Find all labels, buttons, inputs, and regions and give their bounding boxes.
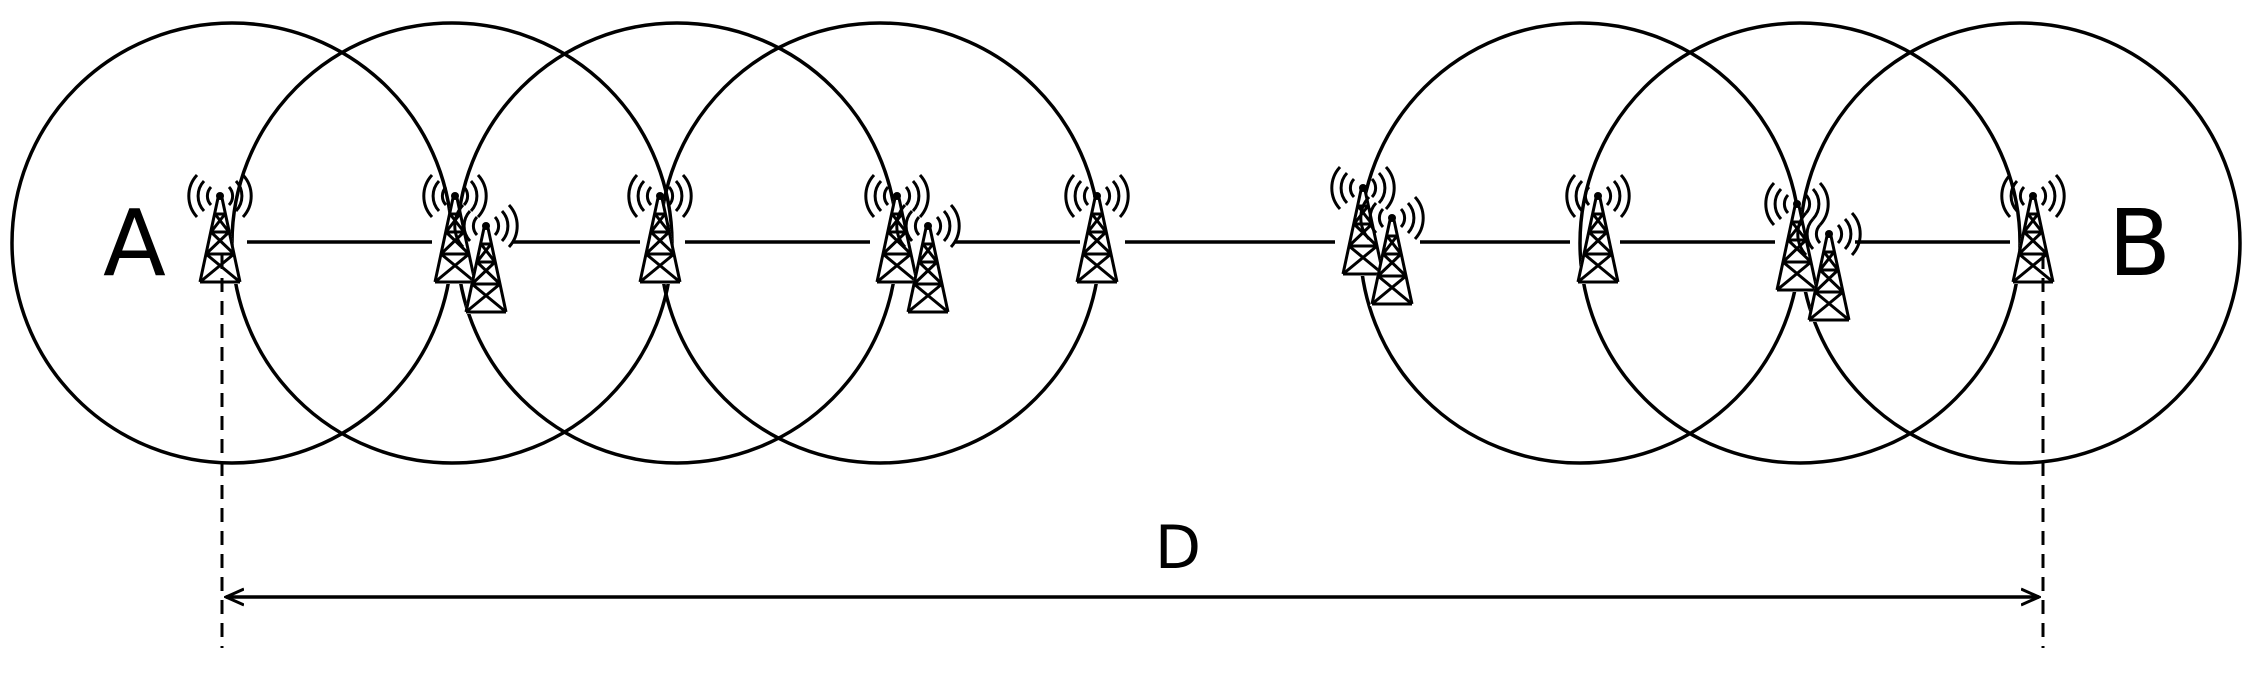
radio-tower-icon [1064,173,1130,286]
radio-tower-icon [2000,173,2066,286]
towers [187,165,2066,324]
distance-dimension: D [220,255,2045,648]
endpoint-a-label: A [103,190,166,297]
radio-tower-icon [187,173,253,286]
radio-tower-icon [1565,173,1631,286]
endpoint-b-label: B [2108,190,2171,297]
distance-label: D [1155,513,1201,583]
radio-tower-icon [627,173,693,286]
